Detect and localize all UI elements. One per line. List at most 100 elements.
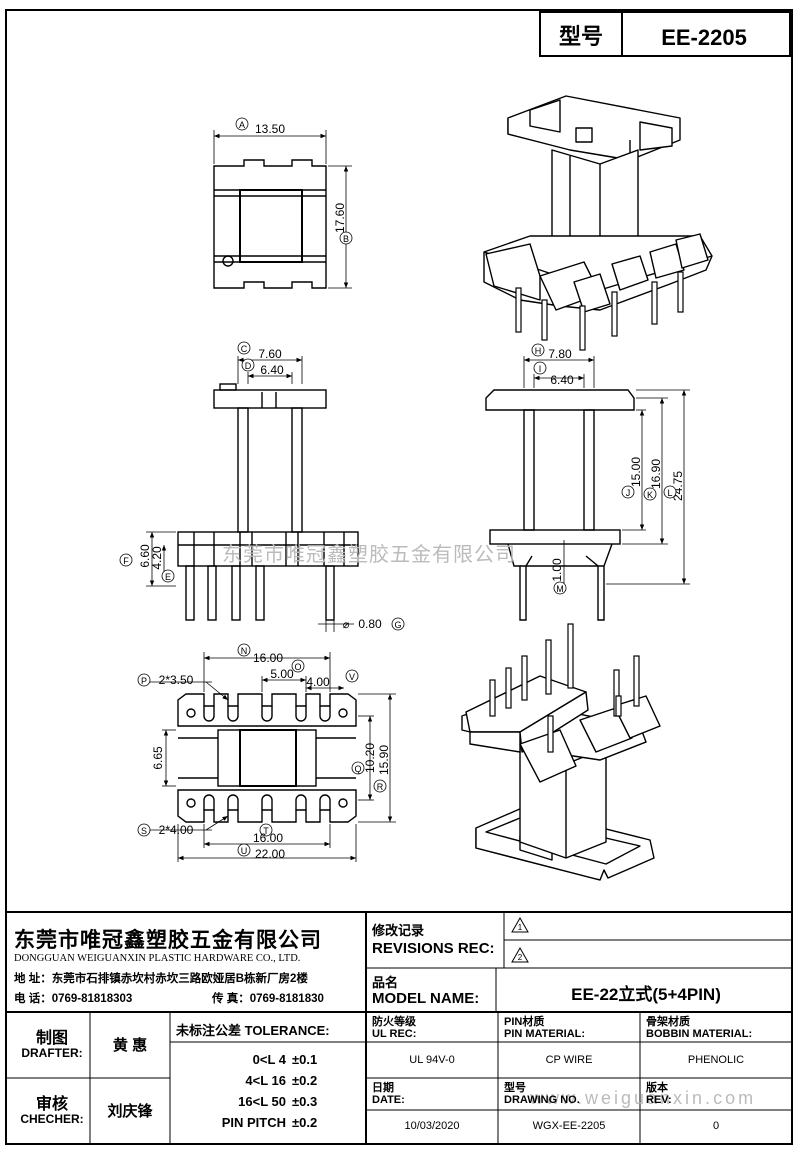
revisions-label-en: REVISIONS REC: [372, 940, 495, 957]
bobbin-material-label-cn: 骨架材质 [646, 1016, 690, 1028]
dim-S: S 2*4.00 [137, 815, 229, 837]
dim-H-value: 7.80 [548, 347, 572, 361]
iso-view-bottom-pins [489, 623, 640, 753]
dim-V: 4.00 V [306, 669, 359, 691]
top-view [213, 159, 327, 289]
dim-J-letter: J [626, 488, 631, 498]
dim-F: 6.60 F [119, 531, 176, 587]
dim-A: A 13.50 [213, 117, 327, 164]
tolerance-range-2: 4<L 16 [245, 1073, 286, 1088]
dim-P-value: 2*3.50 [159, 673, 194, 687]
ul-label-cn: 防火等级 [372, 1016, 416, 1028]
dim-O-letter: O [294, 662, 301, 672]
date-label-en: DATE: [372, 1094, 405, 1106]
dim-V-letter: V [349, 672, 355, 682]
dim-H: H 7.80 [523, 343, 595, 388]
model-header-value: EE-2205 [661, 25, 747, 50]
dim-Q-value: 10.20 [363, 743, 377, 773]
dim-G-letter: G [394, 620, 401, 630]
revision-triangles: 1 2 [511, 916, 529, 963]
front-view [177, 383, 359, 621]
company-phone: 电 话：0769-81818303 [14, 993, 133, 1005]
model-label-cn: 品名 [372, 975, 399, 990]
dim-I-value: 6.40 [550, 373, 574, 387]
dim-R-value: 15.90 [377, 745, 391, 775]
tolerance-range-1: 0<L 4 [252, 1052, 286, 1067]
dim-J-value: 15.00 [629, 457, 643, 487]
rev-label-en: REV: [646, 1094, 672, 1106]
dim-N-letter: N [241, 646, 248, 656]
model-label-en: MODEL NAME: [372, 990, 480, 1007]
tolerance-value-1: ±0.1 [292, 1052, 318, 1067]
ul-value: UL 94V-0 [409, 1054, 455, 1066]
drawing-no-label-en: DRAWING NO. [504, 1094, 580, 1106]
dim-E-value: 4.20 [150, 546, 164, 570]
dim-C-value: 7.60 [258, 347, 282, 361]
dim-P: P 2*3.50 [137, 673, 229, 701]
tolerance-range-4: PIN PITCH [221, 1115, 286, 1130]
drawing-no-value: WGX-EE-2205 [532, 1120, 606, 1132]
dim-M: 1.00 M [534, 540, 574, 595]
company-name-cn: 东莞市唯冠鑫塑胶五金有限公司 [14, 929, 322, 952]
dim-E-letter: E [165, 572, 171, 582]
dim-F-value: 6.60 [138, 544, 152, 568]
date-label-cn: 日期 [372, 1082, 394, 1094]
dim-U: U 22.00 [177, 824, 357, 862]
watermark-text: 东莞市唯冠鑫塑胶五金有限公司 [222, 544, 516, 566]
model-header-box: 型号 EE-2205 [539, 11, 791, 57]
rev2-number: 2 [518, 953, 523, 962]
pin-material-value: CP WIRE [545, 1054, 593, 1066]
drawing-no-label-cn: 型号 [504, 1082, 526, 1094]
rev-value: 0 [712, 1120, 720, 1132]
dim-W-value: 6.65 [151, 746, 165, 770]
dim-T-value: 16.00 [253, 831, 283, 845]
company-name-en: DONGGUAN WEIGUANXIN PLASTIC HARDWARE CO.… [14, 953, 301, 964]
revisions-label-cn: 修改记录 [372, 923, 425, 938]
dim-B-letter: B [343, 234, 349, 244]
dim-F-letter: F [123, 556, 129, 566]
dim-M-value: 1.00 [550, 558, 564, 582]
dim-B: 17.60 B [328, 165, 353, 289]
iso-view-top-pins [515, 271, 684, 351]
drafter-name: 黄 惠 [112, 1037, 148, 1054]
dim-G: 0.80 ⌀ G [318, 612, 405, 632]
date-value: 10/03/2020 [404, 1120, 460, 1132]
checker-name: 刘庆锋 [107, 1103, 153, 1120]
bobbin-material-value: PHENOLIC [687, 1054, 745, 1066]
dim-T: T 16.00 [203, 823, 331, 848]
dim-I: I 6.40 [533, 361, 585, 388]
dim-R: 15.90 R [358, 693, 396, 823]
dim-E: 4.20 E [150, 545, 175, 583]
dim-U-letter: U [241, 846, 248, 856]
dim-M-letter: M [556, 584, 564, 594]
company-fax: 传 真：0769-8181830 [212, 993, 324, 1005]
dim-Q-letter: Q [354, 764, 361, 774]
tolerance-value-4: ±0.2 [292, 1115, 318, 1130]
dim-A-letter: A [239, 120, 245, 130]
iso-view-top [483, 95, 713, 313]
title-block-grid [6, 911, 792, 1144]
dim-B-value: 17.60 [333, 203, 347, 233]
drafter-label-cn: 制图 [35, 1030, 68, 1047]
dim-J: 15.00 J [621, 409, 646, 531]
diameter-symbol: ⌀ [343, 619, 350, 631]
model-header-label: 型号 [559, 24, 603, 49]
dim-L-letter: L [667, 488, 672, 498]
dim-K: 16.90 K [622, 397, 668, 545]
model-name-value: EE-22立式(5+4PIN) [571, 985, 721, 1004]
sheet-border [5, 9, 793, 1145]
dim-D-letter: D [245, 361, 252, 371]
drafter-label-en: DRAFTER: [21, 1046, 83, 1060]
dim-I-letter: I [539, 364, 542, 374]
dim-O-value: 5.00 [270, 667, 294, 681]
dim-N-value: 16.00 [253, 651, 283, 665]
dim-L: 24.75 L [606, 389, 690, 585]
dim-R-letter: R [377, 782, 384, 792]
checker-label-cn: 审核 [35, 1096, 68, 1113]
iso-view-bottom [461, 675, 661, 881]
watermark-url: www.weiguanxin.com [530, 1088, 757, 1108]
bobbin-material-label-en: BOBBIN MATERIAL: [646, 1028, 753, 1040]
company-address: 地 址：东莞市石排镇赤坎村赤坎三路欧娅居B栋新厂房2楼 [14, 973, 308, 985]
dim-P-letter: P [141, 676, 147, 686]
